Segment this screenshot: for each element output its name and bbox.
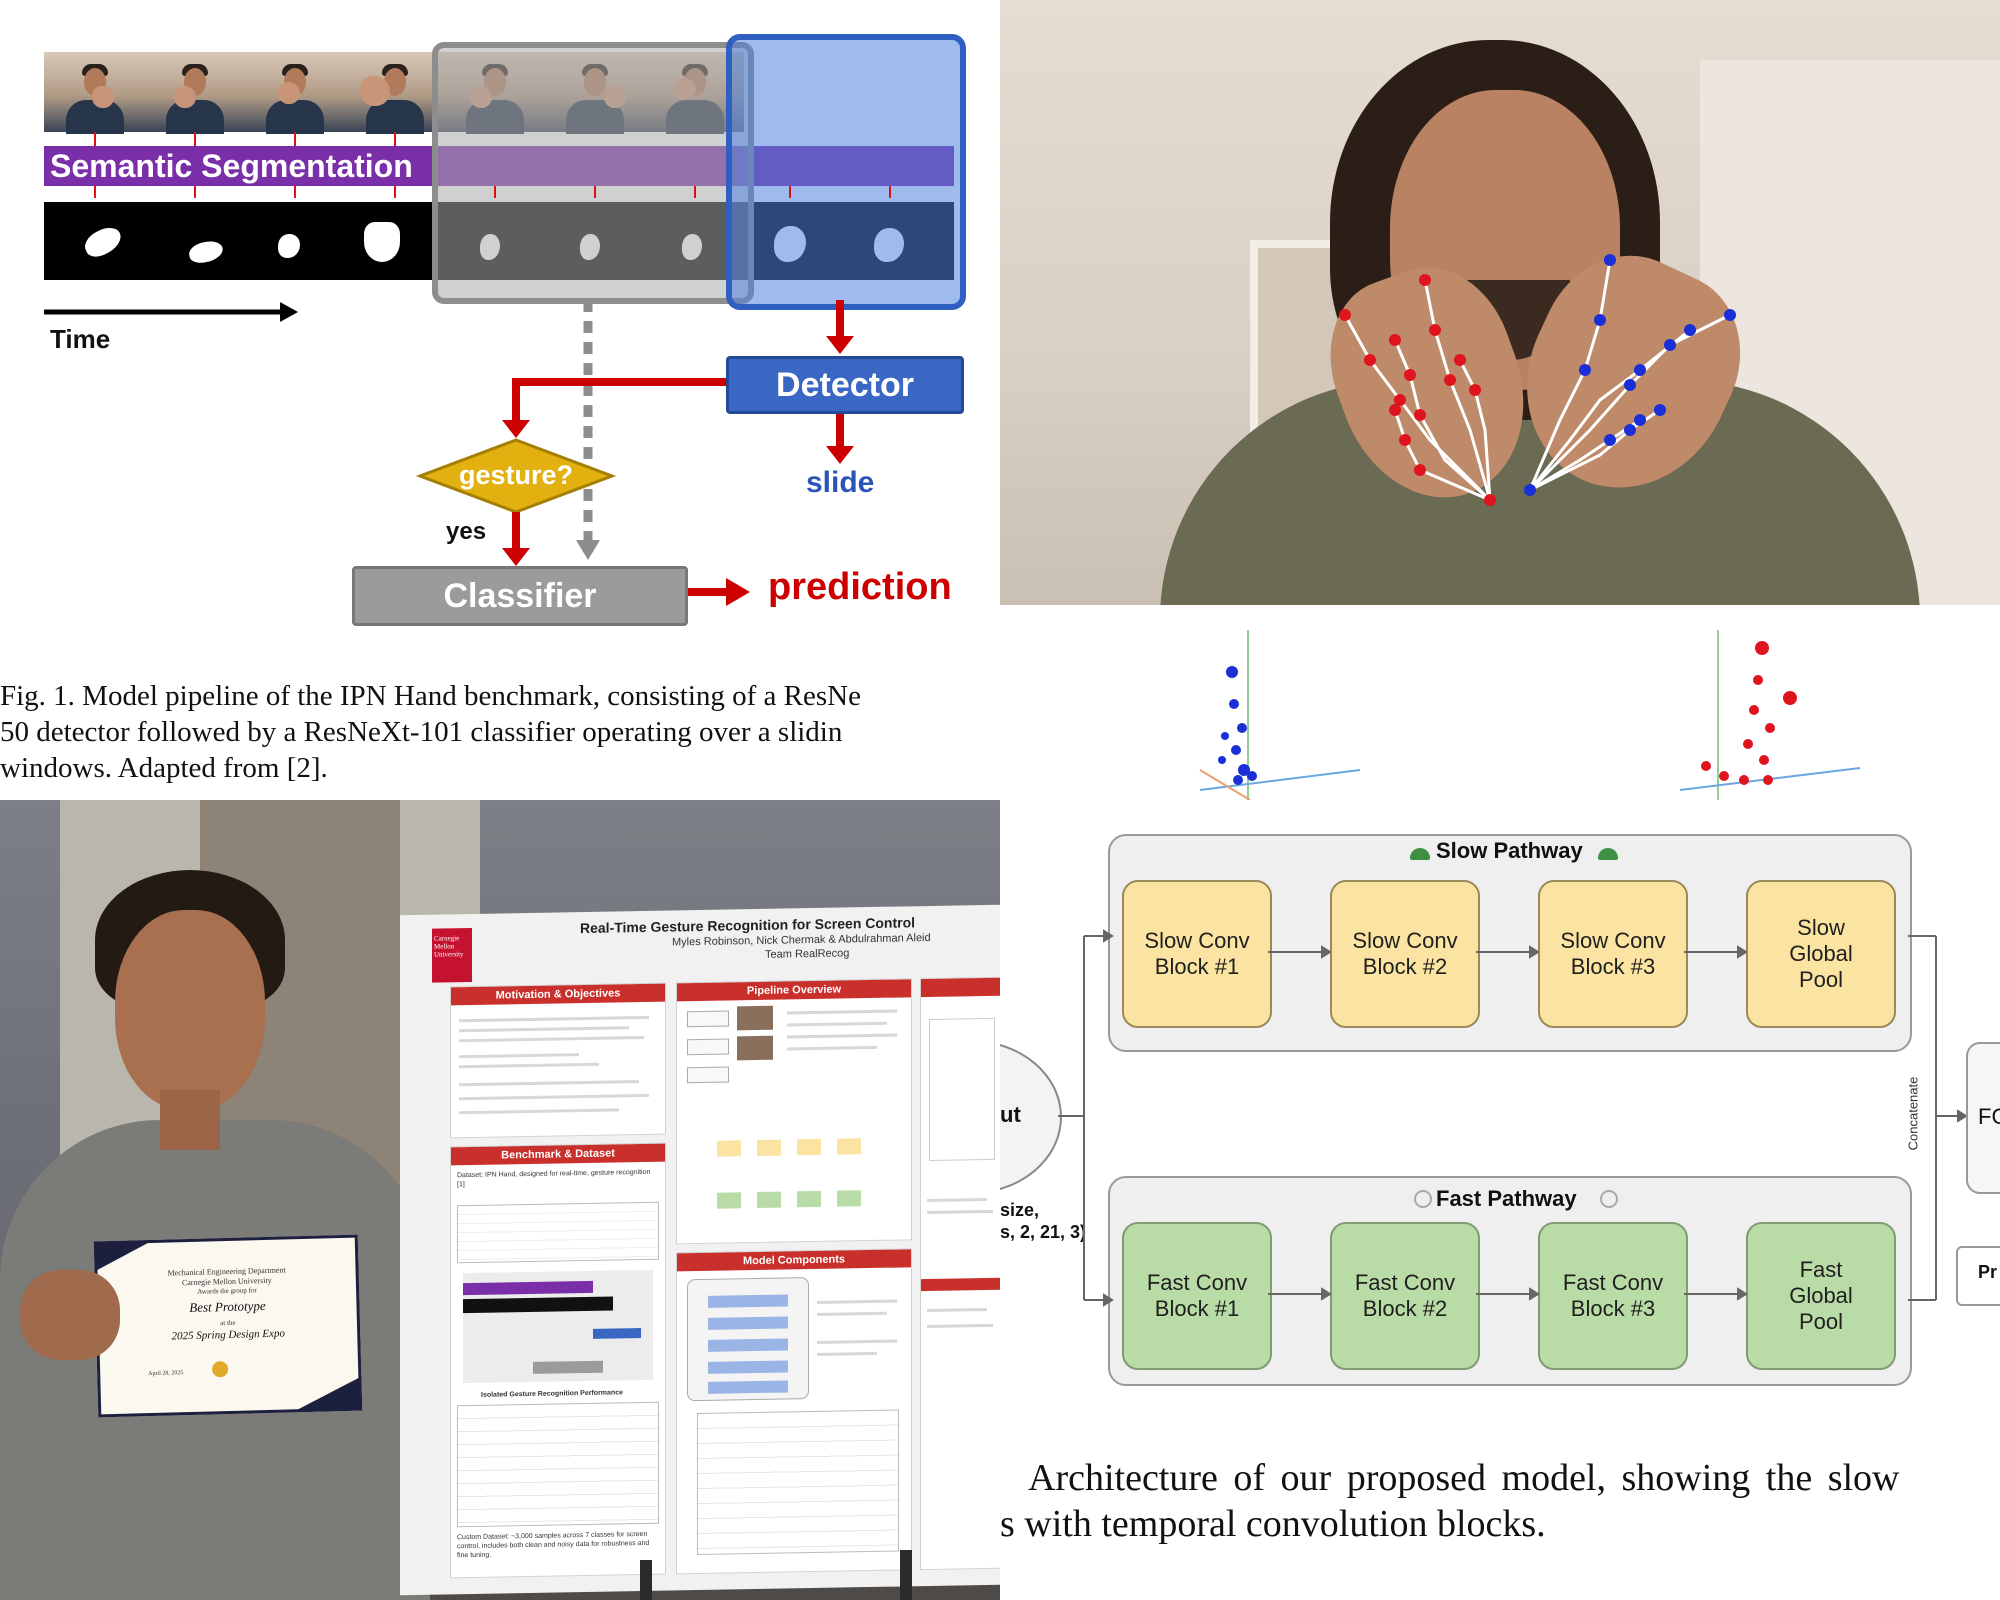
fig2-caption-line1: Architecture of our proposed model, show… — [1028, 1457, 1900, 1499]
webcam-photo — [1000, 0, 2000, 605]
slow-conv-block-1: Slow Conv Block #1 — [1122, 880, 1272, 1028]
fast-conv-block-2: Fast Conv Block #2 — [1330, 1222, 1480, 1370]
perf-table — [457, 1401, 659, 1528]
time-label: Time — [50, 324, 111, 354]
param-table — [697, 1409, 899, 1556]
poster-section-components: Model Components — [676, 1248, 912, 1575]
cmu-logo-text: Carnegie Mellon University — [434, 934, 464, 959]
fig2-caption-line2: s with temporal convolution blocks. — [1000, 1503, 1546, 1545]
mini-architecture — [697, 1130, 897, 1233]
person-face — [115, 910, 265, 1110]
fast-global-pool: Fast Global Pool — [1746, 1222, 1896, 1370]
certificate-award: Best Prototype — [189, 1298, 266, 1316]
perf-table-title: Isolated Gesture Recognition Performance — [481, 1389, 623, 1399]
fast-icon — [1600, 1190, 1618, 1208]
poster-section-benchmark: Benchmark & Dataset Dataset: IPN Hand, d… — [450, 1142, 666, 1579]
slow-pathway-title: Slow Pathway — [1436, 838, 1583, 863]
mini-pipeline — [463, 1269, 653, 1384]
architecture-diagram: ut size, s, 2, 21, 3) Slow Pathway Slow … — [1000, 800, 2000, 1600]
benchmark-heading: Benchmark & Dataset — [451, 1143, 665, 1166]
input-size-partial-2: s, 2, 21, 3) — [1000, 1222, 1087, 1242]
fast-pathway-title: Fast Pathway — [1436, 1186, 1577, 1211]
detector-box: Detector — [726, 356, 964, 414]
fig1-caption-line2: 50 detector followed by a ResNeXt-101 cl… — [0, 716, 843, 748]
slow-conv-block-3: Slow Conv Block #3 — [1538, 880, 1688, 1028]
gold-seal-icon — [211, 1361, 229, 1378]
fast-conv-block-3: Fast Conv Block #3 — [1538, 1222, 1688, 1370]
segmentation-label: Semantic Segmentation — [50, 148, 413, 184]
poster-team: Team RealRecog — [765, 947, 850, 961]
concatenate-label: Concatenate — [1905, 1076, 1921, 1151]
components-heading: Model Components — [677, 1249, 911, 1272]
frame-arrows — [44, 132, 891, 606]
landmark-3d-plots — [1199, 630, 1861, 800]
poster-section-pipeline: Pipeline Overview — [676, 978, 912, 1245]
turtle-icon — [1598, 848, 1618, 860]
dataset-table — [457, 1201, 659, 1264]
certificate: Mechanical Engineering Department Carneg… — [93, 1234, 363, 1418]
fc-label-partial: FC — [1978, 1104, 2000, 1129]
video-frame — [344, 52, 446, 134]
poster-section-results — [920, 976, 1000, 1571]
yes-label: yes — [446, 518, 487, 545]
fast-conv-block-1: Fast Conv Block #1 — [1122, 1222, 1272, 1370]
dataset-line: Dataset: IPN Hand, designed for real-tim… — [457, 1168, 651, 1189]
easel-legs-2 — [900, 1550, 912, 1600]
prediction-label: prediction — [768, 566, 952, 608]
architecture-connectors — [1058, 929, 1968, 1307]
poster-photo: Mechanical Engineering Department Carneg… — [0, 800, 1000, 1600]
sliding-window-gray — [432, 42, 754, 304]
custom-dataset: Custom Dataset: ~3,000 samples across 7 … — [457, 1530, 650, 1560]
fc-node — [1966, 1042, 2000, 1194]
gesture-diamond-label: gesture? — [458, 460, 574, 490]
video-frame — [244, 52, 346, 134]
pipeline-heading: Pipeline Overview — [677, 979, 911, 1002]
fig1-caption: Fig. 1. Model pipeline of the IPN Hand b… — [0, 678, 1000, 786]
input-size-partial-1: size, — [1000, 1200, 1040, 1220]
certificate-date: April 28, 2025 — [148, 1370, 184, 1378]
hand-landmarks — [1339, 254, 1736, 506]
fast-icon — [1414, 1190, 1432, 1208]
pipeline-figure: Semantic Segmentation — [0, 0, 1000, 640]
prediction-node — [1956, 1246, 2000, 1306]
sliding-window-blue — [726, 34, 966, 310]
fig1-caption-line1: Fig. 1. Model pipeline of the IPN Hand b… — [0, 680, 861, 712]
motivation-heading: Motivation & Objectives — [451, 983, 665, 1006]
video-frame — [44, 52, 146, 134]
fig1-caption-line3: windows. Adapted from [2]. — [0, 752, 328, 784]
poster-section-motivation: Motivation & Objectives — [450, 982, 666, 1139]
hand — [20, 1270, 120, 1360]
slide-label: slide — [806, 466, 875, 499]
video-frame — [144, 52, 246, 134]
turtle-icon — [1410, 848, 1430, 860]
slow-global-pool: Slow Global Pool — [1746, 880, 1896, 1028]
prediction-label-partial: Pr — [1978, 1262, 1998, 1282]
person-neck — [160, 1090, 220, 1150]
poster-board: Carnegie Mellon University Real-Time Ges… — [400, 904, 1000, 1596]
classifier-box: Classifier — [352, 566, 688, 626]
slow-conv-block-2: Slow Conv Block #2 — [1330, 880, 1480, 1028]
easel-legs — [640, 1560, 652, 1600]
input-label-partial: ut — [1000, 1102, 1021, 1127]
poster-authors: Myles Robinson, Nick Chermak & Abdulrahm… — [672, 931, 931, 949]
conv-block-diagram — [687, 1277, 809, 1402]
